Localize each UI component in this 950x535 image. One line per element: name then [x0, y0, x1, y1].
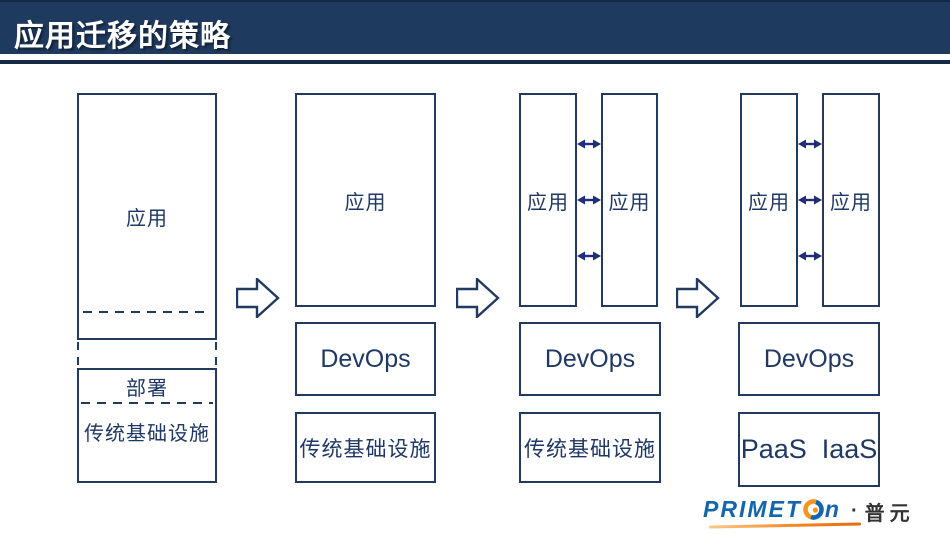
devops-label: DevOps [320, 344, 411, 373]
brand-mark: PRIMET n [703, 495, 862, 529]
double-arrow-icon [577, 139, 601, 149]
stage1-left-dashed-connector [77, 342, 79, 367]
company-name-cjk: 普元 [864, 502, 915, 525]
header-bar: 应用迁移的策略 [0, 0, 950, 54]
infra-dashed-divider [81, 402, 213, 404]
stage3-devops-box: DevOps [519, 322, 661, 396]
stage1-infra-box: 部署 传统基础设施 [77, 368, 217, 483]
stage3-infra-box: 传统基础设施 [519, 412, 661, 483]
stage1-app-box: 应用 [77, 93, 217, 340]
double-arrow-icon [798, 251, 822, 261]
stage3-app-left-box: 应用 [519, 93, 577, 307]
header-divider [0, 60, 950, 64]
double-arrow-icon [798, 139, 822, 149]
brand-text-prefix: PRIMET [703, 495, 802, 522]
app-label: 应用 [126, 208, 168, 230]
right-block-arrow-icon [236, 278, 280, 318]
infra-label: 传统基础设施 [84, 423, 210, 445]
stage3-app-right-box: 应用 [601, 93, 658, 307]
infra-label: 传统基础设施 [299, 437, 432, 461]
stage2-infra-box: 传统基础设施 [295, 412, 436, 483]
app-label: 应用 [830, 191, 872, 214]
paas-iaas-label: PaaS IaaS [740, 434, 878, 464]
stage4-app-right-box: 应用 [822, 93, 880, 307]
app-label: 应用 [344, 191, 387, 214]
double-arrow-icon [577, 195, 601, 205]
company-logo: PRIMET n · 普元 [703, 495, 915, 529]
stage4-app-left-box: 应用 [740, 93, 798, 307]
brand-swoosh-underline [708, 521, 862, 529]
stage2-devops-box: DevOps [295, 322, 436, 396]
devops-label: DevOps [763, 344, 855, 373]
stage1-right-dashed-connector [215, 342, 217, 367]
stage4-paas-iaas-box: PaaS IaaS [738, 412, 880, 487]
page-title: 应用迁移的策略 [14, 20, 231, 53]
right-block-arrow-icon [676, 278, 720, 318]
app-label: 应用 [748, 191, 790, 214]
logo-separator-dot: · [850, 499, 858, 522]
devops-label: DevOps [544, 344, 636, 373]
brand-text-suffix: n [824, 495, 841, 522]
app-label: 应用 [527, 191, 569, 214]
double-arrow-icon [577, 251, 601, 261]
deploy-cut-dashed-line [83, 311, 211, 313]
right-block-arrow-icon [456, 278, 500, 318]
app-label: 应用 [608, 191, 651, 214]
deploy-label: 部署 [126, 377, 168, 400]
stage4-devops-box: DevOps [738, 322, 880, 396]
infra-label: 传统基础设施 [524, 437, 656, 461]
double-arrow-icon [798, 195, 822, 205]
stage2-app-box: 应用 [295, 93, 436, 307]
brand-circle-icon [803, 498, 824, 520]
